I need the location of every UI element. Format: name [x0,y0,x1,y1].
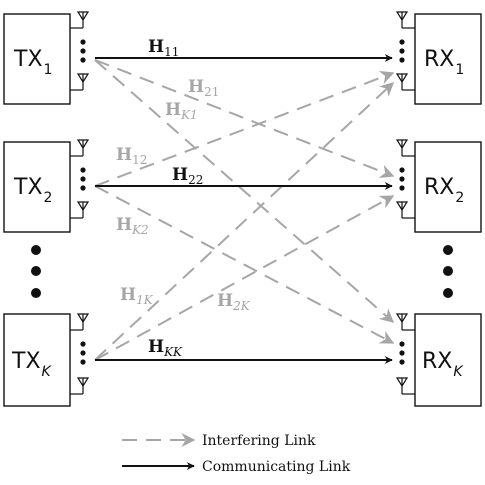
rx1-label: RX1 [424,47,464,78]
rx-ellipsis [443,245,453,298]
link-tx1-rxk [94,59,395,323]
label-h2k: H2K [217,291,251,313]
legend: Interfering Link Communicating Link [122,433,351,475]
rx1-antenna-array [395,11,415,91]
transmitter-k: TXK [3,313,71,407]
receiver-2: RX2 [414,141,482,233]
transmitter-2: TX2 [3,141,71,233]
antenna-icon [395,201,409,212]
antenna-icon [395,11,409,22]
tx2-label: TX2 [13,175,52,206]
link-txk-rx1 [94,82,395,361]
rx1-box [414,13,482,105]
label-hk2: HK2 [116,215,149,237]
antenna-icon [395,139,409,150]
tx1-antenna-array [70,11,90,91]
label-hk1: HK1 [165,100,198,122]
link-tx2-rx1 [94,70,395,187]
antenna-icon [76,73,90,84]
label-h12: H12 [116,145,147,167]
rxk-box [414,313,482,407]
receiver-k: RXK [414,313,482,407]
antenna-icon [76,313,90,324]
communicating-links [95,54,393,364]
legend-interfering-label: Interfering Link [202,433,316,449]
antenna-icon [395,313,409,324]
txk-antenna-array [70,313,90,395]
rxk-antenna-array [395,313,415,395]
antenna-icon [76,139,90,150]
rxk-label: RXK [422,349,464,380]
rx2-label: RX2 [424,175,464,206]
label-h22: H22 [172,165,203,187]
rx2-antenna-array [395,139,415,219]
tx2-box [3,141,71,233]
txk-label: TXK [11,349,53,380]
antenna-icon [76,11,90,22]
legend-communicating-label: Communicating Link [202,459,351,475]
rx2-box [414,141,482,233]
antenna-icon [76,377,90,388]
label-hkk: HKK [148,337,183,359]
antenna-icon [76,201,90,212]
tx2-antenna-array [70,139,90,219]
link-txk-rx2 [94,195,395,361]
transmitter-1: TX1 [3,13,71,105]
tx1-box [3,13,71,105]
antenna-icon [395,73,409,84]
interfering-links [94,59,395,361]
tx1-label: TX1 [13,47,52,78]
tx-ellipsis [31,245,41,298]
label-h11: H11 [148,37,179,59]
label-h1k: H1K [120,285,154,307]
label-h21: H21 [188,77,219,99]
antenna-icon [395,377,409,388]
txk-box [3,313,71,407]
link-tx2-rxk [94,185,395,344]
receiver-1: RX1 [414,13,482,105]
link-tx1-rx2 [94,59,395,178]
